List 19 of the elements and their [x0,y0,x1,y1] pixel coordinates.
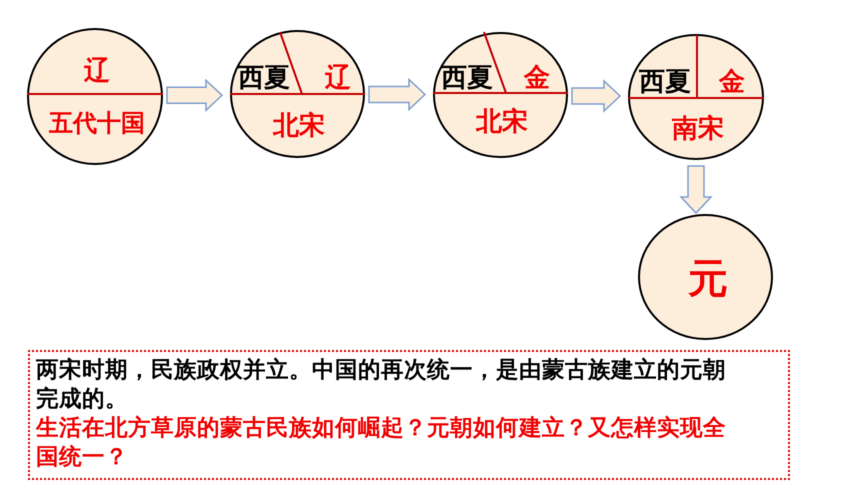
regime-name: 金 [524,65,550,91]
regime-name: 北宋 [273,113,325,139]
regime-name: 元 [688,259,728,299]
regime-name: 西夏 [238,65,290,91]
arrow [368,78,426,112]
arrow [571,79,622,113]
note-box [28,350,790,480]
regime-name: 辽 [325,65,351,91]
regime-name: 辽 [84,58,110,84]
regime-name: 金 [719,69,745,95]
regime-name: 西夏 [441,65,493,91]
regime-name: 北宋 [476,109,528,135]
note-text: 两宋时期，民族政权并立。中国的再次统一，是由蒙古族建立的元朝完成的。 [36,356,727,414]
regime-name: 南宋 [672,116,724,142]
arrow [679,165,713,214]
arrow [166,78,224,112]
regime-name: 五代十国 [49,111,145,135]
question-text: 生活在北方草原的蒙古民族如何崛起？元朝如何建立？又怎样实现全国统一？ [36,414,727,472]
regime-name: 西夏 [639,69,691,95]
